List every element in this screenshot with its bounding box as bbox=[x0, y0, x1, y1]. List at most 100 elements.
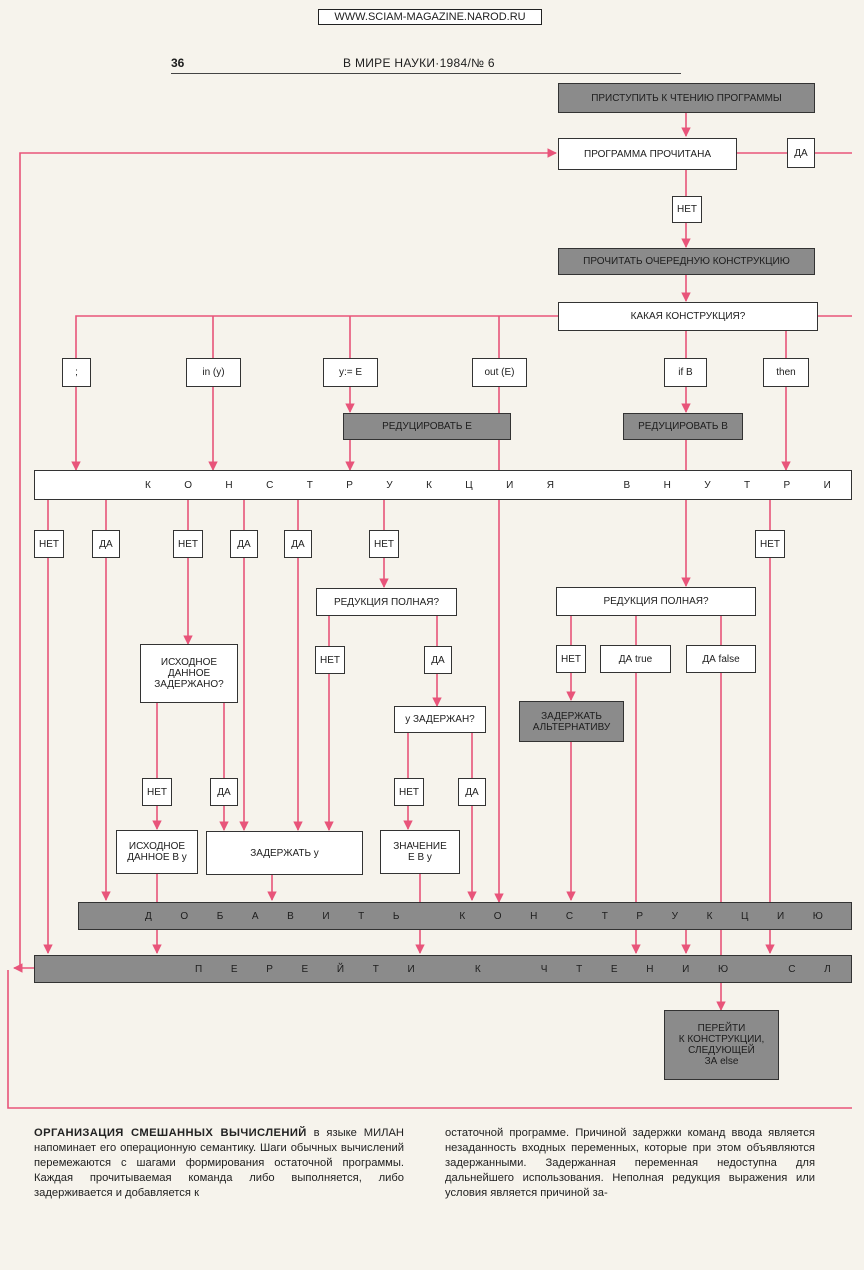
goto-gap bbox=[443, 964, 446, 975]
y-da-label: ДА bbox=[458, 778, 486, 806]
start-reading-box: ПРИСТУПИТЬ К ЧТЕНИЮ ПРОГРАММЫ bbox=[558, 83, 815, 113]
reduction-full-box-1: РЕДУКЦИЯ ПОЛНАЯ? bbox=[316, 588, 457, 616]
inside-letter: Т bbox=[306, 479, 313, 491]
which-construct-box: КАКАЯ КОНСТРУКЦИЯ? bbox=[558, 302, 818, 331]
branch-net-b: НЕТ bbox=[173, 530, 203, 558]
y-net-label: НЕТ bbox=[394, 778, 424, 806]
goto-letter: К bbox=[474, 963, 481, 975]
construct-semicolon: ; bbox=[62, 358, 91, 387]
add-letter: Р bbox=[636, 910, 644, 922]
reduce-b-box: РЕДУЦИРОВАТЬ B bbox=[623, 413, 743, 440]
r2-da-true-label: ДА true bbox=[600, 645, 671, 673]
page-number: 36 bbox=[171, 56, 185, 70]
add-letter: К bbox=[459, 910, 466, 922]
yes-exit-label: ДА bbox=[787, 138, 815, 168]
delay-y-box: ЗАДЕРЖАТЬ y bbox=[206, 831, 363, 875]
goto-letter: Л bbox=[824, 963, 831, 975]
reduce-e-box: РЕДУЦИРОВАТЬ E bbox=[343, 413, 511, 440]
goto-letter: Т bbox=[576, 963, 583, 975]
construct-in-y: in (y) bbox=[186, 358, 241, 387]
r1-net-label: НЕТ bbox=[315, 646, 345, 674]
goto-letter: С bbox=[788, 963, 796, 975]
r2-net-label: НЕТ bbox=[556, 645, 586, 673]
add-letter: Т bbox=[601, 910, 608, 922]
input-to-y-box: ИСХОДНОЕ ДАННОЕ В y bbox=[116, 830, 198, 874]
inside-letter: Р bbox=[783, 479, 791, 491]
inside-letter: К bbox=[426, 479, 432, 491]
goto-letter: Ю bbox=[718, 963, 729, 975]
branch-net-d: НЕТ bbox=[755, 530, 785, 558]
y-delayed-box: y ЗАДЕРЖАН? bbox=[394, 706, 486, 733]
branch-da-b: ДА bbox=[230, 530, 258, 558]
site-watermark: WWW.SCIAM-MAGAZINE.NAROD.RU bbox=[318, 9, 542, 25]
inside-letter: Я bbox=[546, 479, 554, 491]
goto-letter: Р bbox=[266, 963, 273, 975]
inside-letter: Ц bbox=[465, 479, 473, 491]
inside-letter: Т bbox=[744, 479, 751, 491]
goto-letter: Н bbox=[646, 963, 654, 975]
add-letter: Н bbox=[530, 910, 538, 922]
goto-letter: Т bbox=[372, 963, 379, 975]
add-letter: Ь bbox=[392, 910, 400, 922]
add-letter: С bbox=[565, 910, 574, 922]
add-letter: А bbox=[251, 910, 259, 922]
branch-net-c: НЕТ bbox=[369, 530, 399, 558]
i-net-label: НЕТ bbox=[142, 778, 172, 806]
add-letter: У bbox=[671, 910, 678, 922]
add-letter: О bbox=[493, 910, 502, 922]
add-letter: К bbox=[706, 910, 713, 922]
goto-letter: Е bbox=[230, 963, 238, 975]
inside-letter: Р bbox=[346, 479, 353, 491]
add-letter: И bbox=[776, 910, 785, 922]
branch-net-a: НЕТ bbox=[34, 530, 64, 558]
value-e-box: ЗНАЧЕНИЕ E В y bbox=[380, 830, 460, 874]
goto-gap bbox=[757, 964, 760, 975]
caption-left-text: в языке МИЛАН напоминает его операционну… bbox=[34, 1127, 404, 1199]
inside-letter: К bbox=[145, 479, 151, 491]
edge-loop-back bbox=[19, 148, 557, 968]
add-letter: Б bbox=[216, 910, 224, 922]
goto-letter: Ч bbox=[540, 963, 548, 975]
edge-fanout bbox=[75, 315, 558, 358]
header-rule bbox=[171, 73, 681, 74]
goto-letter: П bbox=[195, 963, 203, 975]
goto-letter: Е bbox=[610, 963, 618, 975]
inside-letter: С bbox=[266, 479, 274, 491]
goto-reading-bar: П Е Р Е Й Т И К Ч Т Е Н И Ю С Л bbox=[34, 955, 852, 983]
branch-da-a: ДА bbox=[92, 530, 120, 558]
r2-da-false-label: ДА false bbox=[686, 645, 756, 673]
goto-gap bbox=[509, 964, 512, 975]
inside-letter: У bbox=[386, 479, 393, 491]
read-next-construct-box: ПРОЧИТАТЬ ОЧЕРЕДНУЮ КОНСТРУКЦИЮ bbox=[558, 248, 815, 275]
construct-assign: y:= E bbox=[323, 358, 378, 387]
caption-right-column: остаточной программе. Причиной задержки … bbox=[445, 1127, 815, 1199]
input-delayed-box: ИСХОДНОЕ ДАННОЕ ЗАДЕРЖАНО? bbox=[140, 644, 238, 703]
inside-letter: О bbox=[184, 479, 193, 491]
construct-inside-bar: К О Н С Т Р У К Ц И Я В Н У Т Р И bbox=[34, 470, 852, 500]
inside-gap bbox=[587, 480, 590, 491]
add-letter: Ц bbox=[740, 910, 749, 922]
caption-lead: ОРГАНИЗАЦИЯ СМЕШАННЫХ ВЫЧИСЛЕНИЙ bbox=[34, 1127, 307, 1139]
edge-bottom-loop bbox=[7, 970, 852, 1109]
reduction-full-box-2: РЕДУКЦИЯ ПОЛНАЯ? bbox=[556, 587, 756, 616]
caption-left-column: ОРГАНИЗАЦИЯ СМЕШАННЫХ ВЫЧИСЛЕНИЙ в языке… bbox=[34, 1126, 404, 1201]
add-letter: И bbox=[322, 910, 330, 922]
delay-alternative-box: ЗАДЕРЖАТЬ АЛЬТЕРНАТИВУ bbox=[519, 701, 624, 742]
goto-letter: Е bbox=[301, 963, 309, 975]
add-construct-bar: Д О Б А В И Т Ь К О Н С Т Р У К Ц И Ю bbox=[78, 902, 852, 930]
goto-after-else-box: ПЕРЕЙТИ К КОНСТРУКЦИИ, СЛЕДУЮЩЕЙ ЗА else bbox=[664, 1010, 779, 1080]
add-gap bbox=[428, 911, 431, 922]
add-letter: Т bbox=[358, 910, 365, 922]
journal-header: В МИРЕ НАУКИ·1984/№ 6 bbox=[343, 56, 495, 70]
goto-letter: И bbox=[407, 963, 415, 975]
r1-da-label: ДА bbox=[424, 646, 452, 674]
inside-letter: Н bbox=[663, 479, 671, 491]
program-read-box: ПРОГРАММА ПРОЧИТАНА bbox=[558, 138, 737, 170]
goto-letter: И bbox=[682, 963, 690, 975]
goto-letter: Й bbox=[336, 963, 345, 975]
i-da-label: ДА bbox=[210, 778, 238, 806]
construct-if-b: if B bbox=[664, 358, 707, 387]
add-letter: Ю bbox=[812, 910, 823, 922]
branch-da-c: ДА bbox=[284, 530, 312, 558]
